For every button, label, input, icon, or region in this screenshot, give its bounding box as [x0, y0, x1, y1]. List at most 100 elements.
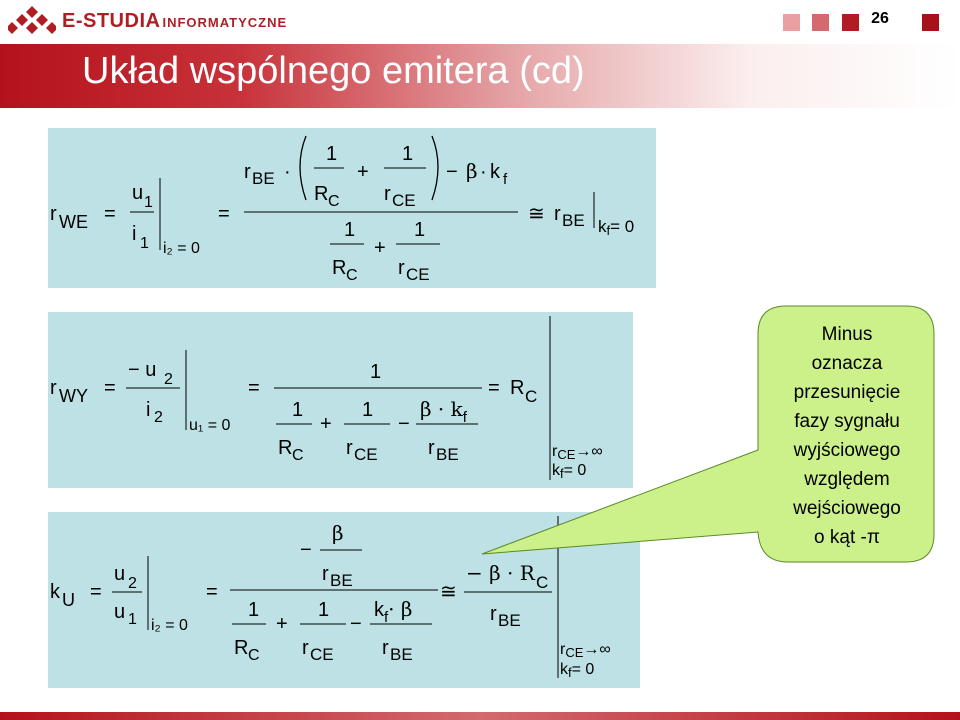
svg-text:C: C	[536, 573, 548, 592]
svg-text:k: k	[50, 581, 61, 603]
svg-text:r: r	[554, 203, 561, 225]
formula-input-resistance: r WE = u 1 i 1 i₂ = 0 = r BE · 1 R C + 1…	[48, 128, 656, 288]
formula-3-svg: k U = u 2 u 1 i₂ = 0 = − β r BE 1 R C + …	[50, 516, 611, 680]
page-number: 26	[871, 10, 889, 27]
svg-text:=: =	[248, 377, 260, 399]
svg-text:BE: BE	[436, 445, 459, 464]
condition-i2-zero: i₂ = 0	[151, 617, 188, 634]
nav-square-2[interactable]	[812, 14, 829, 31]
svg-text:r: r	[244, 161, 251, 183]
condition-u1-zero: u₁ = 0	[189, 417, 231, 434]
svg-text:2: 2	[164, 371, 173, 388]
svg-text:BE: BE	[562, 211, 585, 230]
svg-text:1: 1	[140, 235, 149, 252]
svg-text:1: 1	[326, 143, 337, 165]
svg-text:2: 2	[154, 409, 163, 426]
callout-text: Minus oznacza przesunięcie fazy sygnału …	[793, 324, 901, 548]
svg-text:1: 1	[402, 143, 413, 165]
title-bar	[0, 44, 960, 108]
limit-rce-infinity: rCE→∞	[552, 443, 603, 462]
svg-text:r: r	[322, 563, 329, 585]
svg-text:R: R	[278, 437, 292, 459]
svg-text:i: i	[132, 223, 136, 245]
svg-text:=: =	[90, 581, 102, 603]
svg-text:k: k	[490, 161, 501, 183]
svg-text:=: =	[206, 581, 218, 603]
svg-text:−: −	[398, 413, 410, 435]
nav-square-4[interactable]	[922, 14, 939, 31]
svg-text:≅: ≅	[440, 581, 457, 603]
svg-text:C: C	[328, 193, 340, 210]
svg-text:CE: CE	[406, 265, 430, 284]
svg-text:r: r	[384, 183, 391, 205]
svg-text:U: U	[62, 590, 75, 610]
limit-kf-zero: kf= 0	[552, 462, 586, 481]
svg-text:− β · R: − β · R	[466, 561, 536, 585]
svg-text:BE: BE	[498, 611, 521, 630]
svg-text:1: 1	[344, 219, 355, 241]
svg-text:=: =	[488, 377, 500, 399]
svg-text:kf· β: kf· β	[374, 597, 412, 626]
svg-text:f: f	[503, 171, 508, 188]
r-symbol: r	[50, 203, 57, 225]
page-title: Układ wspólnego emitera (cd)	[82, 50, 585, 92]
svg-text:CE: CE	[392, 191, 416, 210]
svg-text:CE: CE	[310, 645, 334, 664]
svg-text:BE: BE	[390, 645, 413, 664]
svg-text:1: 1	[370, 361, 381, 383]
condition-kf-zero: kf= 0	[598, 217, 634, 238]
svg-text:R: R	[314, 183, 328, 205]
svg-text:·: ·	[480, 161, 487, 183]
svg-text:≅: ≅	[528, 203, 545, 225]
svg-text:R: R	[234, 637, 248, 659]
svg-text:r: r	[428, 437, 435, 459]
svg-text:i: i	[146, 399, 150, 421]
svg-text:− u: − u	[128, 359, 156, 381]
bottom-bar	[0, 712, 960, 720]
svg-text:2: 2	[128, 575, 137, 592]
svg-text:C: C	[292, 447, 304, 464]
svg-text:WY: WY	[59, 386, 88, 406]
svg-text:WE: WE	[59, 212, 88, 232]
svg-text:r: r	[398, 257, 405, 279]
svg-text:=: =	[218, 203, 230, 225]
condition-i2-zero: i₂ = 0	[163, 240, 200, 257]
svg-text:1: 1	[318, 599, 329, 621]
svg-text:R: R	[332, 257, 346, 279]
svg-text:−: −	[300, 539, 312, 561]
formula-1-svg: r WE = u 1 i 1 i₂ = 0 = r BE · 1 R C + 1…	[50, 135, 634, 284]
svg-text:1: 1	[414, 219, 425, 241]
svg-text:+: +	[374, 237, 386, 259]
formula-output-resistance: r WY = − u 2 i 2 u₁ = 0 = 1 1 R C + 1 r …	[48, 312, 633, 488]
svg-text:C: C	[248, 647, 260, 664]
svg-text:BE: BE	[330, 571, 353, 590]
svg-text:+: +	[276, 613, 288, 635]
limit-kf-zero: kf= 0	[560, 661, 594, 680]
svg-text:β · kf: β · kf	[420, 397, 468, 426]
callout-shape	[481, 305, 935, 563]
svg-text:BE: BE	[252, 169, 275, 188]
svg-text:·: ·	[284, 161, 291, 183]
svg-text:=: =	[104, 203, 116, 225]
svg-text:C: C	[346, 267, 358, 284]
svg-text:1: 1	[362, 399, 373, 421]
svg-text:u: u	[114, 563, 125, 585]
svg-text:R: R	[510, 377, 524, 399]
svg-text:r: r	[382, 637, 389, 659]
svg-text:r: r	[490, 603, 497, 625]
svg-text:1: 1	[144, 194, 153, 211]
svg-text:β: β	[466, 159, 478, 183]
svg-text:1: 1	[248, 599, 259, 621]
svg-text:CE: CE	[354, 445, 378, 464]
logo-icon	[8, 6, 56, 34]
svg-text:u: u	[132, 182, 143, 204]
nav-square-1[interactable]	[783, 14, 800, 31]
svg-text:−: −	[350, 613, 362, 635]
svg-text:r: r	[346, 437, 353, 459]
formula-2-svg: r WY = − u 2 i 2 u₁ = 0 = 1 1 R C + 1 r …	[50, 316, 603, 481]
limit-rce-infinity: rCE→∞	[560, 641, 611, 660]
svg-text:r: r	[50, 377, 57, 399]
nav-square-3[interactable]	[842, 14, 859, 31]
svg-text:C: C	[525, 387, 537, 406]
